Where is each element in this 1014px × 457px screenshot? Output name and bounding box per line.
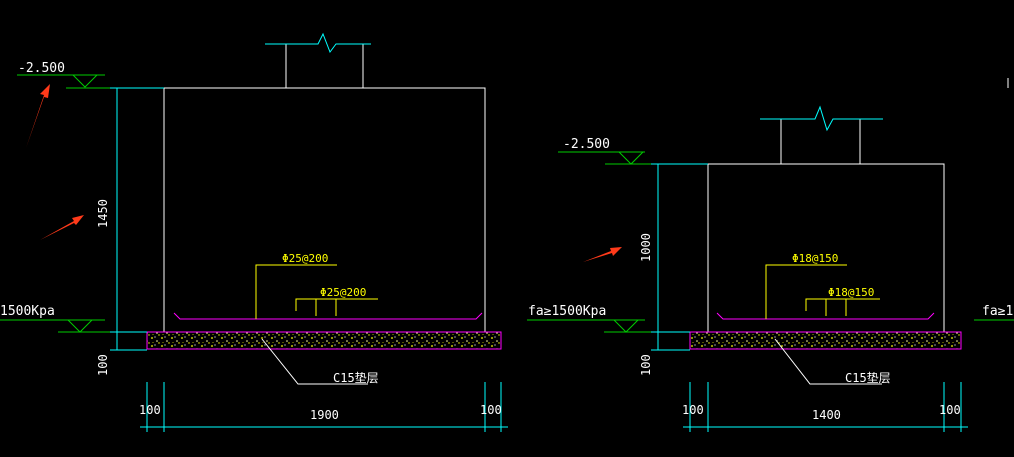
annotation-arrows [26,84,622,262]
right-bearing-marker [612,319,640,333]
left-pad-dim: 100 [96,354,110,376]
left-bearing-marker [66,319,94,333]
left-rebar-leader-2 [295,298,378,311]
left-horizontal-dimension [140,382,508,432]
right-base-label: C15垫层 [845,370,891,385]
right-bearing-label: fa≥1500Kpa [528,304,606,319]
left-dim-width: 1900 [310,408,339,422]
right-dim-width: 1400 [812,408,841,422]
left-level-label: -2.500 [18,61,65,76]
right-dim-right: 100 [939,403,961,417]
arrow-icon [583,247,622,262]
right-column-stub [780,119,861,164]
left-height-dim: 1450 [96,199,110,228]
right-rebar-leader-1 [765,264,847,319]
left-bearing-label: 1500Kpa [0,304,55,319]
left-dim-left: 100 [139,403,161,417]
left-dim-right: 100 [480,403,502,417]
right-rebar-top-label: Φ18@150 [792,252,838,265]
right-level-marker [617,151,645,165]
right-break-line [760,105,883,132]
left-level-marker [71,74,99,88]
right-footing: Φ18@150 Φ18@150 C15垫层 -2.500 fa≥1500Kpa … [527,105,968,432]
right-base-leader [774,338,882,385]
left-break-line [265,32,371,54]
left-rebar-top-label: Φ25@200 [282,252,328,265]
left-base-label: C15垫层 [333,370,379,385]
left-base-leader [261,338,368,385]
left-footing: Φ25@200 Φ25@200 C15垫层 -2.500 1500Kpa 145… [0,32,508,432]
edge-label: fa≥15 [982,304,1014,319]
right-rebar-bottom-label: Φ18@150 [828,286,874,299]
right-height-dim: 1000 [639,233,653,262]
right-horizontal-dimension [683,382,968,432]
right-vertical-dimension [651,163,708,351]
arrow-icon [40,215,84,240]
left-rebar-leader-1 [255,264,337,319]
left-concrete-base [146,331,502,350]
right-concrete-base [689,331,962,350]
right-dim-left: 100 [682,403,704,417]
right-rebar-line [716,312,935,320]
left-column-stub [285,44,364,88]
left-vertical-dimension [110,87,164,351]
left-rebar-bottom-label: Φ25@200 [320,286,366,299]
left-rebar-line [173,312,483,320]
arrow-icon [26,84,50,148]
right-rebar-leader-2 [805,298,880,311]
right-level-label: -2.500 [563,137,610,152]
right-pad-dim: 100 [639,354,653,376]
